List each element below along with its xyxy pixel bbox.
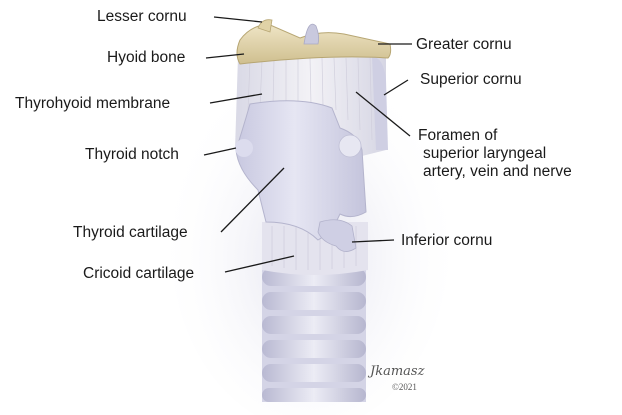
label-hyoid-bone: Hyoid bone [107, 49, 185, 67]
label-superior-cornu: Superior cornu [420, 71, 522, 89]
leader-lesser-cornu [214, 17, 262, 22]
artist-signature: Jkamasz [370, 364, 424, 379]
label-inferior-cornu: Inferior cornu [401, 232, 492, 250]
label-foramen-line1: Foramen of [418, 127, 497, 145]
label-foramen-line3: artery, vein and nerve [423, 163, 572, 181]
foramen-bump [339, 135, 361, 157]
label-lesser-cornu: Lesser cornu [97, 8, 187, 26]
epiglottis-tip [304, 24, 319, 44]
label-thyroid-notch: Thyroid notch [85, 146, 179, 164]
trachea [262, 262, 366, 402]
label-greater-cornu: Greater cornu [416, 36, 512, 54]
label-thyrohyoid-membrane: Thyrohyoid membrane [15, 95, 170, 113]
label-foramen-line2: superior laryngeal [423, 145, 546, 163]
thyroid-notch-bump [235, 139, 253, 157]
copyright-year: ©2021 [392, 382, 417, 392]
label-cricoid-cartilage: Cricoid cartilage [83, 265, 194, 283]
label-thyroid-cartilage: Thyroid cartilage [73, 224, 188, 242]
